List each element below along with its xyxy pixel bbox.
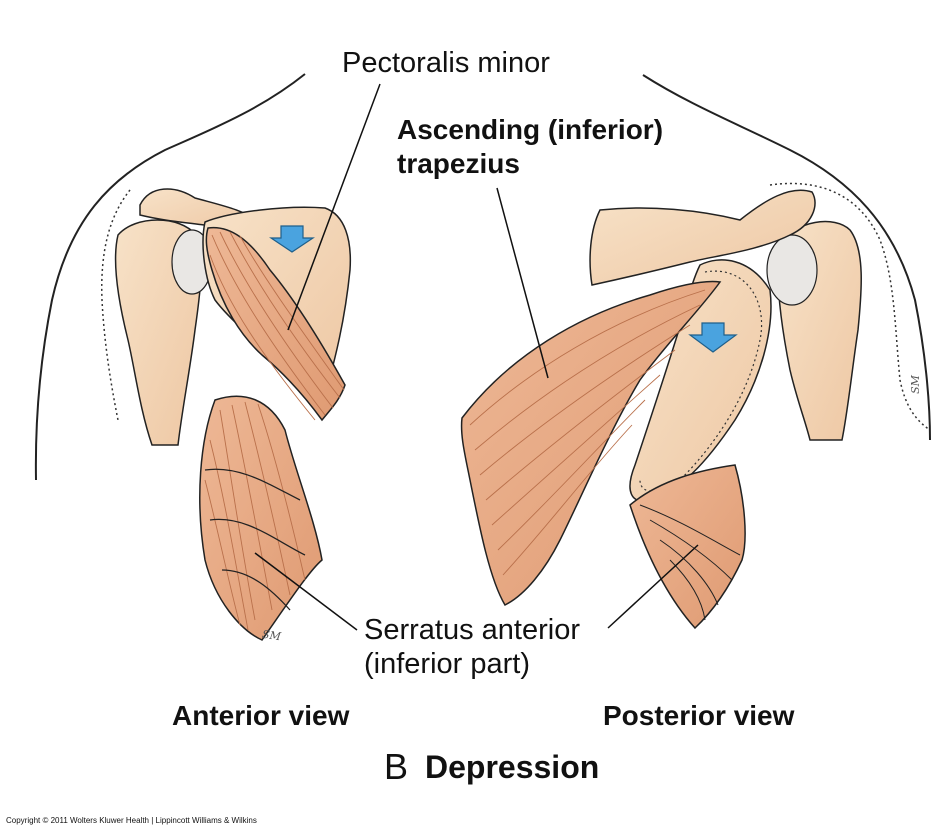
posterior-view-figure (460, 74, 931, 630)
posterior-scapular-spine (589, 189, 816, 286)
posterior-skin-dotted-outline (769, 182, 931, 431)
anterior-pectoralis-minor-muscle (205, 226, 346, 422)
ascending-trapezius-label-line1: Ascending (inferior) (397, 114, 664, 145)
anterior-view-caption: Anterior view (172, 700, 350, 731)
panel-title: Depression (425, 749, 600, 785)
posterior-serratus-striations (639, 504, 741, 621)
serratus-anterior-label-line1: Serratus anterior (364, 614, 580, 646)
anterior-body-outline (34, 73, 306, 481)
anterior-serratus-striations (204, 401, 306, 631)
anterior-serratus-bands (204, 468, 306, 611)
posterior-body-outline (642, 74, 931, 441)
serratus-anterior-leader-line-left (254, 552, 358, 631)
pectoralis-minor-label: Pectoralis minor (342, 47, 550, 79)
anterior-pectoralis-striations (209, 231, 345, 421)
down-arrow-icon (688, 322, 738, 353)
artist-signature-left: SM (261, 627, 282, 644)
posterior-humeral-head (766, 234, 818, 306)
ascending-trapezius-striations (469, 289, 706, 576)
posterior-view-caption: Posterior view (603, 700, 795, 731)
artist-signature-right: SM (908, 375, 922, 394)
ascending-trapezius-muscle (460, 280, 722, 606)
anterior-skin-dotted-outline (101, 189, 131, 421)
copyright-notice: Copyright © 2011 Wolters Kluwer Health |… (6, 816, 257, 825)
anterior-view-figure (34, 73, 381, 641)
ascending-trapezius-label-line2: trapezius (397, 148, 520, 179)
serratus-anterior-leader-line-right (607, 544, 699, 629)
pectoralis-minor-leader-line (287, 83, 381, 331)
posterior-serratus-muscle (629, 464, 746, 630)
panel-letter: B (384, 746, 409, 787)
ascending-trapezius-leader-line (496, 187, 549, 379)
anterior-serratus-muscle (199, 395, 323, 641)
down-arrow-icon (269, 225, 315, 253)
serratus-anterior-label-line2: (inferior part) (364, 648, 530, 680)
posterior-scapula-dotted-border (639, 270, 763, 492)
